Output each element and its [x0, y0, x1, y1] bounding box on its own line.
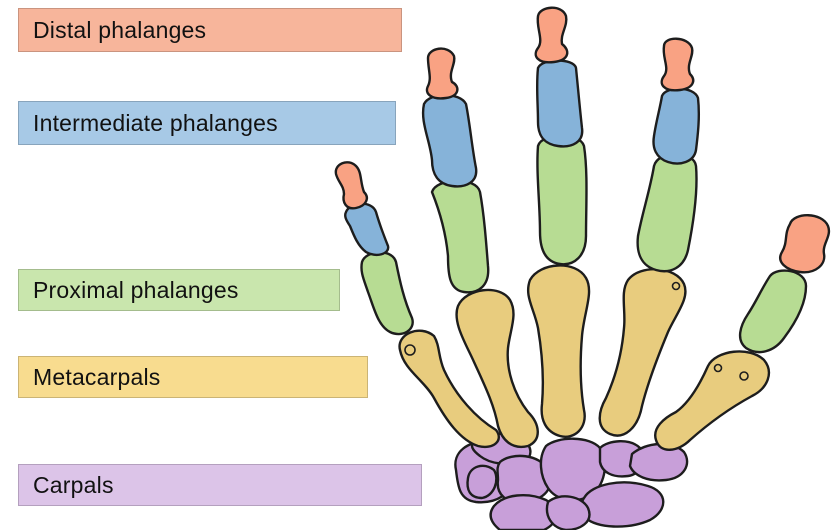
metacarpal-sesamoid-dot	[405, 345, 415, 355]
carpal-bone-10	[547, 496, 589, 530]
proximal-phalanx-ring	[432, 181, 488, 293]
carpal-bone-8	[581, 482, 663, 526]
proximal-phalanx-index	[638, 154, 697, 271]
distal-phalanx-index	[662, 39, 693, 91]
intermediate-phalanx-little	[345, 204, 388, 255]
metacarpals-group	[400, 265, 769, 449]
intermediate-phalanx-ring	[423, 95, 476, 186]
thumb-sesamoid-dot-1	[740, 372, 748, 380]
carpal-bone-2	[468, 466, 497, 498]
carpals-group	[455, 434, 687, 530]
metacarpal-middle	[528, 265, 589, 436]
carpal-bone-7	[630, 444, 687, 480]
distal-phalanx-ring	[427, 49, 457, 99]
intermediate-phalanx-index	[654, 89, 699, 164]
proximal-phalanx-little	[361, 252, 412, 334]
intermediate-phalanx-middle	[537, 61, 582, 147]
thumb-sesamoid-dot-2	[715, 365, 722, 372]
distal-phalanx-middle	[536, 8, 568, 63]
index-sesamoid-dot	[673, 283, 680, 290]
proximal-phalanx-thumb	[740, 271, 806, 353]
metacarpal-thumb	[655, 351, 769, 449]
distal-phalanx-little	[336, 162, 367, 208]
proximal-phalanx-middle	[537, 136, 586, 265]
distal-phalanx-thumb	[780, 215, 829, 272]
metacarpal-index	[600, 269, 686, 435]
